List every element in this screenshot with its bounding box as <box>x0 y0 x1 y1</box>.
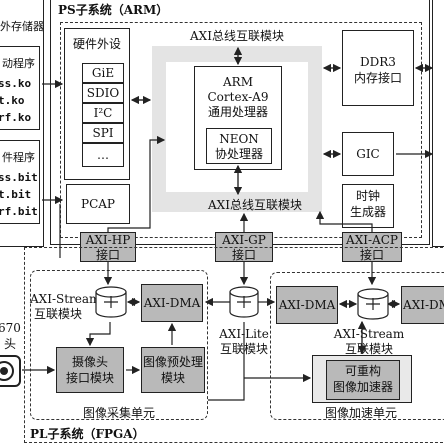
axi-gp-label-line1: AXI-GP <box>222 233 266 247</box>
accel-axi-stream-line1: AXI-Stream <box>333 327 405 341</box>
capture-axi-dma-block: AXI-DMA <box>141 284 203 322</box>
capture-unit-label: 图像采集单元 <box>82 406 155 420</box>
accel-unit-frame <box>270 272 444 420</box>
clock-label-line2: 生成器 <box>349 205 386 219</box>
axi-acp-label-line2: 接口 <box>359 248 384 262</box>
ps-subsystem-title: PS子系统（ARM） <box>58 3 169 17</box>
accel-axi-dma-right-block: AXI-DM <box>401 286 444 324</box>
pcap-block: PCAP <box>66 184 130 224</box>
axi-bus-bottom-label: AXI总线互联模块 <box>208 198 302 212</box>
axi-lite-cylinder <box>229 286 259 318</box>
image-preprocess-line1: 图像预处理 <box>142 355 203 369</box>
driver-file-3: rf.ko <box>0 111 32 124</box>
image-preprocess-line2: 模块 <box>160 371 185 385</box>
reconfig-accel-block <box>326 360 400 400</box>
hardware-program-box <box>0 140 40 224</box>
peripheral-more: … <box>82 143 124 167</box>
pl-subsystem-frame <box>24 247 444 443</box>
external-storage-panel <box>0 0 44 247</box>
driver-program-box <box>0 46 40 130</box>
bitstream-file-2: t.bit <box>0 188 32 201</box>
camera-label-line2: 头 <box>4 337 17 351</box>
camera-icon <box>0 355 21 387</box>
reconfig-accel-line2: 图像加速器 <box>332 380 393 394</box>
accel-axi-stream-line2: 互联模块 <box>344 342 393 356</box>
clock-label-line1: 时钟 <box>355 189 380 203</box>
neon-block <box>206 128 272 164</box>
ddr3-label-line1: DDR3 <box>360 55 396 69</box>
peripheral-spi: SPI <box>82 123 124 143</box>
hw-peripherals-title: 硬件外设 <box>72 37 121 51</box>
gic-block: GIC <box>342 132 394 176</box>
capture-axi-stream-line2: 互联模块 <box>34 307 83 321</box>
peripheral-sdio: SDIO <box>82 83 124 103</box>
axi-hp-label-line2: 接口 <box>95 248 120 262</box>
external-storage-title: 外存储器 <box>0 20 44 33</box>
driver-file-1: ss.ko <box>0 77 32 90</box>
accel-stream-cylinder <box>357 288 389 320</box>
bitstream-file-1: ss.bit <box>0 171 38 184</box>
driver-file-2: t.ko <box>0 94 25 107</box>
axi-hp-label-line1: AXI-HP <box>85 233 131 247</box>
camera-label-line1: 670 <box>0 321 21 335</box>
image-preprocess-block <box>141 347 205 393</box>
hardware-program-title: 件程序 <box>2 151 35 164</box>
axi-acp-label-line1: AXI-ACP <box>346 233 398 247</box>
axi-gp-label-line2: 接口 <box>231 248 256 262</box>
cpu-label-line3: 通用处理器 <box>207 105 268 119</box>
pl-subsystem-title: PL子系统（FPGA） <box>30 427 145 441</box>
neon-label-line1: NEON <box>219 132 259 146</box>
bitstream-file-3: rf.bit <box>0 205 38 218</box>
clock-generator-block <box>342 184 394 228</box>
ddr3-block <box>342 30 414 106</box>
accel-axi-dma-left-block: AXI-DMA <box>276 286 338 324</box>
ddr3-label-line2: 内存接口 <box>353 71 402 85</box>
capture-axi-stream-line1: AXI-Stream <box>30 292 101 306</box>
camera-interface-line1: 摄像头 <box>71 355 108 369</box>
capture-unit-frame <box>30 270 208 420</box>
capture-stream-cylinder <box>95 286 127 318</box>
axi-bus-top-label: AXI总线互联模块 <box>190 29 284 43</box>
peripheral-i2c: I²C <box>82 103 124 123</box>
peripheral-gie: GiE <box>82 63 124 83</box>
reconfig-accel-line1: 可重构 <box>344 364 381 378</box>
camera-interface-line2: 接口模块 <box>65 371 114 385</box>
cpu-label-line2: Cortex-A9 <box>207 90 269 104</box>
accel-unit-label: 图像加速单元 <box>324 406 397 420</box>
right-cropped-block <box>432 0 444 247</box>
driver-program-title: 动程序 <box>2 57 35 70</box>
camera-interface-block <box>56 347 124 393</box>
cpu-label-line1: ARM <box>223 75 253 89</box>
neon-label-line2: 协处理器 <box>214 147 263 161</box>
